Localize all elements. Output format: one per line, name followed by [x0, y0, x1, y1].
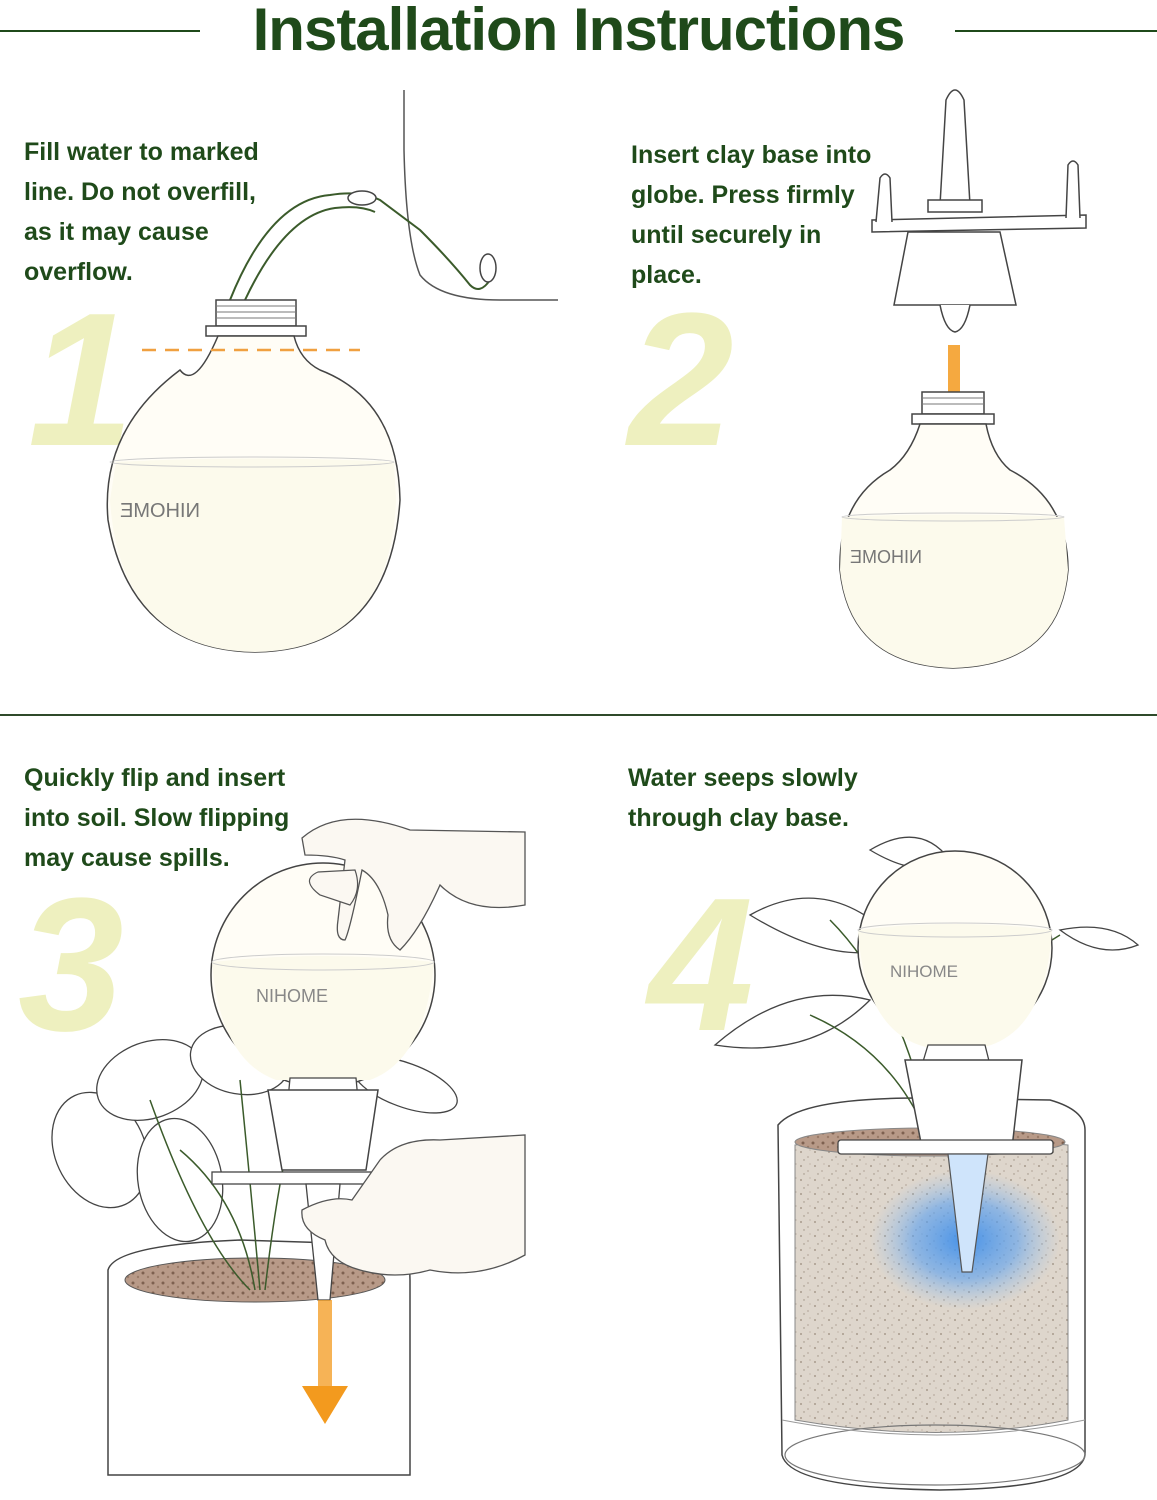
- title-rule-right: [955, 30, 1157, 32]
- step-4-illustration: NIHOME: [713, 836, 1140, 1491]
- step-3-illustration: NIHOME: [51, 818, 526, 1476]
- down-arrow-3-shaft: [318, 1300, 332, 1392]
- section-divider: [0, 714, 1157, 716]
- step-4-text: Water seeps slowly through clay base.: [628, 764, 858, 832]
- brand-mark-4: NIHOME: [890, 962, 958, 981]
- step-2-illustration: NIHOME: [839, 89, 1087, 669]
- brand-mark-3: NIHOME: [256, 986, 328, 1006]
- hand-bottom: [301, 1134, 526, 1276]
- page-title: Installation Instructions: [252, 0, 906, 63]
- step-2-text: Insert clay base into globe. Press firml…: [631, 141, 872, 289]
- step-1-number: 1: [28, 274, 134, 486]
- step-2-number: 2: [628, 274, 734, 486]
- title-rule-left: [0, 30, 200, 32]
- hand-top: [301, 818, 526, 951]
- step-3-text: Quickly flip and insert into soil. Slow …: [24, 764, 290, 872]
- step-3-number: 3: [18, 859, 124, 1071]
- step-1-text: Fill water to marked line. Do not overfi…: [24, 138, 259, 286]
- down-arrow-3-head: [302, 1386, 348, 1424]
- step-1-illustration: NIHOME: [106, 90, 558, 653]
- brand-mark-1: NIHOME: [120, 500, 200, 522]
- brand-mark-2: NIHOME: [850, 547, 922, 567]
